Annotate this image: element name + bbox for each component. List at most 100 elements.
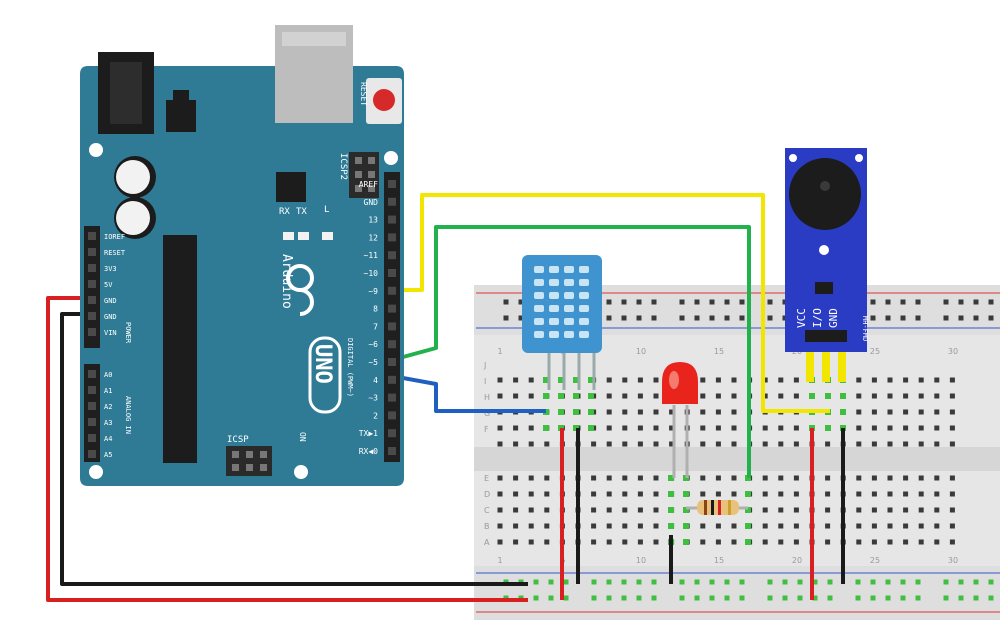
breadboard-hole bbox=[871, 475, 877, 481]
breadboard-hole bbox=[887, 393, 893, 399]
column-number-bottom: 20 bbox=[792, 556, 802, 565]
breadboard-hole-connected bbox=[558, 393, 564, 399]
digital-pin-label: 2 bbox=[373, 411, 378, 420]
rail-hole bbox=[548, 595, 554, 601]
breadboard-hole bbox=[731, 523, 737, 529]
rail-hole bbox=[709, 299, 715, 305]
breadboard-hole-connected bbox=[668, 507, 674, 513]
usb-port-top bbox=[282, 32, 346, 46]
breadboard-hole bbox=[731, 377, 737, 383]
rail-hole bbox=[679, 299, 685, 305]
breadboard-hole bbox=[637, 425, 643, 431]
breadboard-hole bbox=[918, 475, 924, 481]
buzzer-pin-io-label: I/O bbox=[811, 308, 824, 328]
breadboard-hole bbox=[653, 377, 659, 383]
breadboard-hole bbox=[949, 393, 955, 399]
breadboard-hole bbox=[544, 523, 550, 529]
rail-hole bbox=[885, 595, 891, 601]
breadboard-hole bbox=[606, 409, 612, 415]
rail-hole bbox=[606, 315, 612, 321]
analog-pin-label: A1 bbox=[104, 387, 112, 395]
breadboard-hole bbox=[731, 409, 737, 415]
icsp2-pin bbox=[355, 185, 362, 192]
mount-hole bbox=[89, 143, 103, 157]
breadboard-hole bbox=[528, 393, 534, 399]
breadboard-hole bbox=[528, 523, 534, 529]
breadboard-hole bbox=[731, 475, 737, 481]
breadboard-hole bbox=[513, 377, 519, 383]
breadboard-hole bbox=[669, 409, 675, 415]
breadboard-hole bbox=[637, 441, 643, 447]
rx-led bbox=[283, 232, 294, 240]
dht-sensor bbox=[522, 255, 602, 390]
breadboard-hole bbox=[622, 441, 628, 447]
breadboard-hole-connected bbox=[825, 393, 831, 399]
rail-hole bbox=[797, 579, 803, 585]
breadboard-hole bbox=[669, 441, 675, 447]
power-pin-label: RESET bbox=[104, 249, 126, 257]
arduino-logo bbox=[286, 264, 314, 316]
breadboard-hole bbox=[591, 475, 597, 481]
header-pin bbox=[388, 393, 396, 402]
rail-hole bbox=[870, 315, 876, 321]
breadboard-hole bbox=[918, 393, 924, 399]
breadboard-hole bbox=[700, 475, 706, 481]
header-pin bbox=[388, 233, 396, 242]
breadboard-hole bbox=[513, 491, 519, 497]
breadboard-hole bbox=[653, 491, 659, 497]
rail-hole bbox=[900, 595, 906, 601]
buzzer-center bbox=[820, 181, 830, 191]
header-pin bbox=[88, 296, 96, 304]
breadboard-hole bbox=[637, 393, 643, 399]
digital-pin-label: ~10 bbox=[364, 269, 379, 278]
breadboard-hole bbox=[528, 441, 534, 447]
breadboard-hole bbox=[825, 441, 831, 447]
l-label: L bbox=[324, 205, 329, 215]
rail-hole bbox=[621, 315, 627, 321]
buzzer-module-name: MH-FMD bbox=[861, 316, 869, 341]
breadboard-hole bbox=[856, 441, 862, 447]
rail-hole bbox=[694, 315, 700, 321]
buzzer-header bbox=[805, 330, 847, 342]
rail-hole bbox=[709, 579, 715, 585]
breadboard-hole bbox=[513, 475, 519, 481]
row-letter: F bbox=[484, 425, 489, 434]
column-number-top: 1 bbox=[497, 347, 502, 356]
header-pin bbox=[88, 264, 96, 272]
power-pin-label: VIN bbox=[104, 329, 117, 337]
arduino-brand: Arduino bbox=[279, 254, 294, 309]
header-pin bbox=[388, 197, 396, 206]
breadboard-hole bbox=[622, 507, 628, 513]
buzzer-hole bbox=[789, 154, 797, 162]
header-pin bbox=[388, 286, 396, 295]
icsp-pin bbox=[260, 451, 267, 458]
breadboard-hole bbox=[591, 441, 597, 447]
rail-hole bbox=[563, 595, 569, 601]
row-letter: J bbox=[483, 361, 486, 370]
breadboard-hole-connected bbox=[809, 393, 815, 399]
icsp-pin bbox=[246, 451, 253, 458]
wire-5v-red bbox=[46, 296, 528, 602]
rail-hole bbox=[724, 299, 730, 305]
breadboard-hole bbox=[778, 393, 784, 399]
breadboard-hole bbox=[793, 539, 799, 545]
dc-jack-inner bbox=[110, 62, 142, 124]
breadboard-hole-connected bbox=[573, 377, 579, 383]
rail-hole bbox=[694, 579, 700, 585]
breadboard-hole bbox=[793, 425, 799, 431]
breadboard-hole bbox=[903, 507, 909, 513]
breadboard-hole bbox=[700, 539, 706, 545]
row-letter: A bbox=[484, 538, 490, 547]
rail-hole bbox=[900, 315, 906, 321]
usb-chip bbox=[276, 172, 306, 202]
rail-hole bbox=[739, 579, 745, 585]
breadboard-hole bbox=[762, 425, 768, 431]
breadboard-hole bbox=[934, 441, 940, 447]
breadboard-hole-connected bbox=[543, 377, 549, 383]
reset-button-cap[interactable] bbox=[373, 89, 395, 111]
breadboard-hole bbox=[544, 475, 550, 481]
breadboard-hole bbox=[871, 507, 877, 513]
breadboard-hole bbox=[497, 475, 503, 481]
breadboard-hole bbox=[700, 441, 706, 447]
